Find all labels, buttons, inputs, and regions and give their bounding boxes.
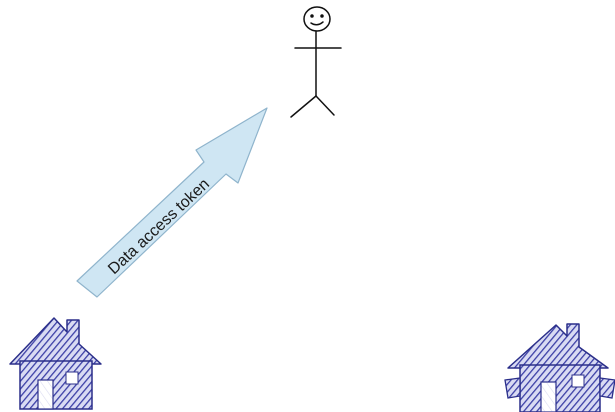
stick-figure-icon [291,7,341,117]
data-access-token-arrow: Data access token [77,108,267,297]
arrow-label: Data access token [105,176,213,278]
house-with-wings-icon [505,324,615,412]
house-icon [10,318,101,409]
